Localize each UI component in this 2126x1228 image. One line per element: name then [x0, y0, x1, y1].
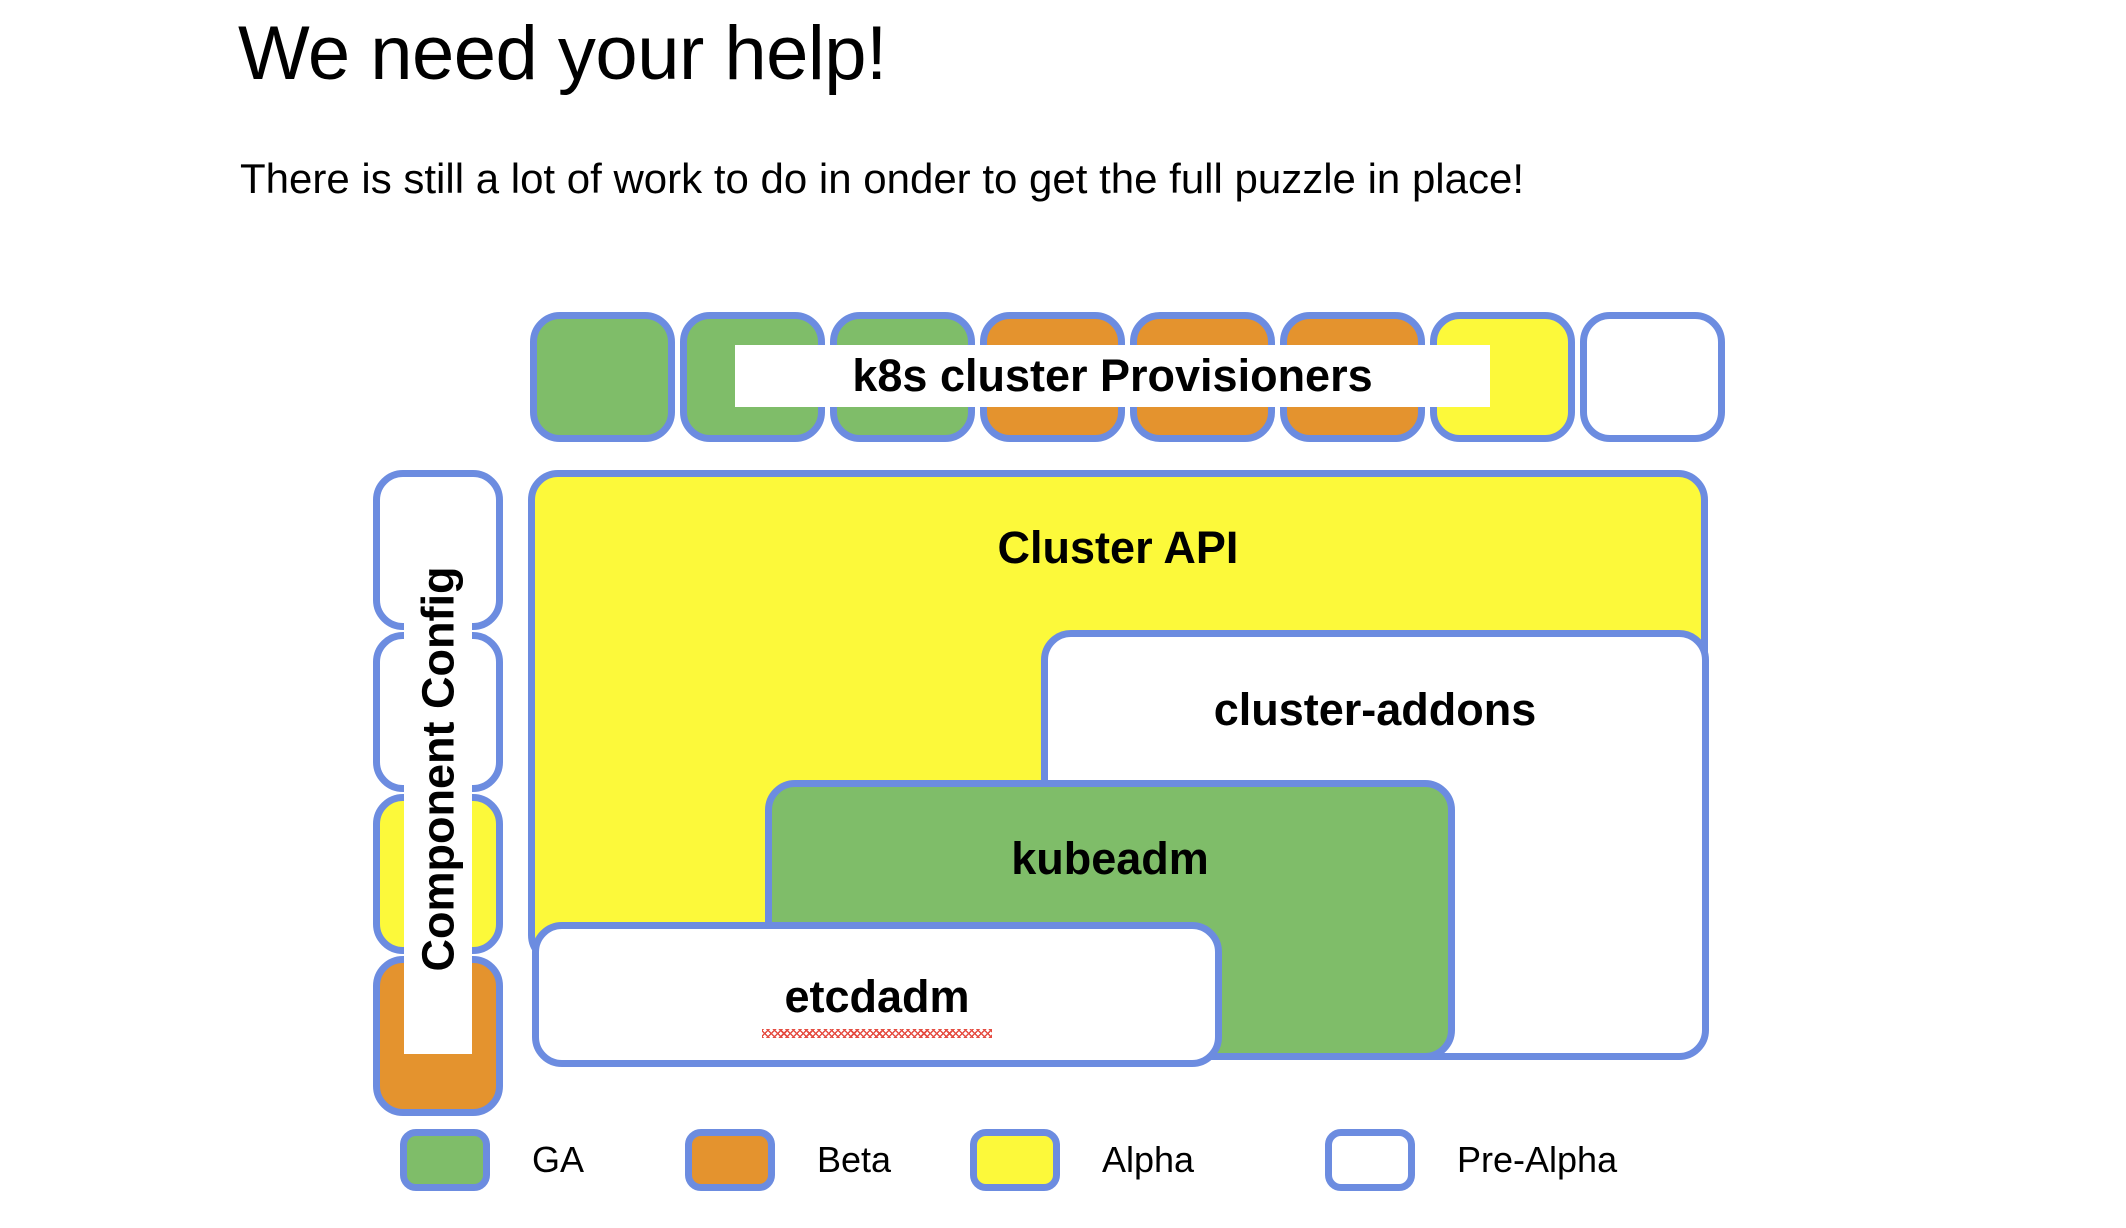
legend-label-beta: Beta: [817, 1139, 892, 1180]
legend-item-ga: GA: [400, 1125, 584, 1195]
legend-swatch-alpha: [970, 1129, 1060, 1191]
legend: GA Beta Alpha Pre-Alpha: [400, 1125, 1800, 1200]
provisioner-row-label: k8s cluster Provisioners: [735, 345, 1490, 407]
legend-swatch-ga: [400, 1129, 490, 1191]
provisioner-block-7[interactable]: [1580, 312, 1725, 442]
provisioner-block-6[interactable]: [1430, 312, 1575, 442]
page-subtitle: There is still a lot of work to do in on…: [240, 155, 1525, 202]
legend-item-alpha: Alpha: [970, 1125, 1194, 1195]
box-etcdadm-label: etcdadm: [784, 971, 970, 1022]
legend-label-ga: GA: [532, 1139, 585, 1180]
legend-item-beta: Beta: [685, 1125, 891, 1195]
legend-swatch-prealpha: [1325, 1129, 1415, 1191]
box-cluster-api-label: Cluster API: [997, 522, 1239, 573]
legend-label-alpha: Alpha: [1102, 1139, 1195, 1180]
box-kubeadm-label: kubeadm: [1011, 833, 1209, 884]
legend-item-pre-alpha: Pre-Alpha: [1325, 1125, 1617, 1195]
box-etcdadm[interactable]: etcdadm: [532, 922, 1222, 1067]
box-cluster-addons-label: cluster-addons: [1213, 684, 1537, 735]
component-config-label-text: Component Config: [412, 566, 464, 972]
legend-swatch-beta: [685, 1129, 775, 1191]
legend-label-prealpha: Pre-Alpha: [1457, 1139, 1618, 1180]
spellcheck-underline: [762, 1029, 992, 1038]
page-title: We need your help!: [238, 11, 887, 96]
component-config-label: Component Config: [404, 484, 472, 1054]
provisioner-block-0[interactable]: [530, 312, 675, 442]
